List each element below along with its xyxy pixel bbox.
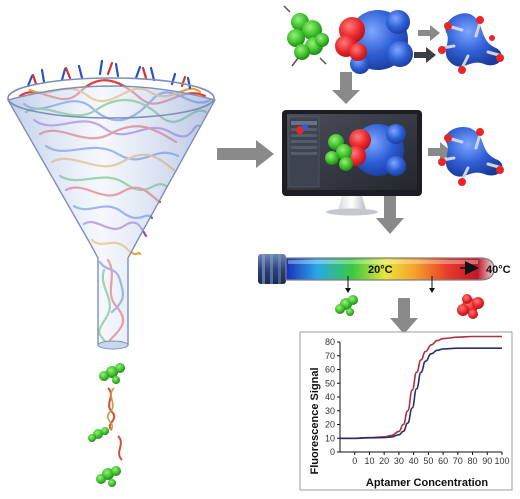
protein-molecule-icon	[457, 294, 484, 319]
monitor-stand	[338, 196, 366, 210]
ligand-molecule-icon	[88, 427, 109, 442]
y-tick-label: 50	[325, 378, 335, 388]
aptamer-protein-complex-icon	[438, 126, 504, 186]
y-tick-label: 20	[325, 420, 335, 430]
x-tick-label: 40	[409, 456, 419, 466]
x-tick-label: 20	[379, 456, 389, 466]
x-tick-label: 80	[468, 456, 478, 466]
y-tick-label: 10	[325, 433, 335, 443]
chart-series	[339, 335, 502, 440]
ligand-molecule-icon	[283, 5, 329, 67]
y-tick-label: 60	[325, 365, 335, 375]
computer-monitor-icon	[282, 110, 422, 216]
series-line-2	[339, 347, 502, 440]
x-tick-label: 50	[423, 456, 433, 466]
chart-frame	[299, 331, 513, 491]
aptamer-protein-complex-icon	[438, 13, 504, 74]
x-tick-label: 90	[482, 456, 492, 466]
x-tick-label: 30	[394, 456, 404, 466]
y-tick-label: 30	[325, 406, 335, 416]
arrow-right-icon	[217, 140, 274, 168]
y-tick-label: 80	[325, 337, 335, 347]
x-tick-label: 10	[364, 456, 374, 466]
funnel-rim	[7, 77, 215, 119]
x-axis-title: Aptamer Concentration	[366, 477, 489, 489]
y-tick-label: 40	[325, 392, 335, 402]
x-tick-label: 100	[494, 456, 509, 466]
funnel-body	[6, 85, 217, 350]
y-tick-label: 0	[330, 447, 335, 457]
x-tick-label: 70	[453, 456, 463, 466]
tube-temp-low: 20°C	[368, 264, 393, 276]
arrow-down-icon	[390, 298, 418, 334]
x-tick-label: 60	[438, 456, 448, 466]
y-axis-title: Fluorescence Signal	[309, 368, 321, 475]
test-tube-icon: 20°C 40°C	[258, 254, 511, 293]
ligand-molecule-icon	[96, 466, 121, 487]
flow-arrows	[217, 25, 452, 334]
arrow-right-icon	[418, 25, 440, 41]
funnel-icon	[6, 59, 217, 350]
arrow-right-icon	[414, 47, 436, 63]
arrow-down-icon	[376, 196, 404, 234]
selected-aptamers	[88, 363, 125, 487]
ligand-molecule-icon	[99, 363, 125, 384]
protein-complex-icon	[283, 5, 413, 74]
x-tick-label: 0	[352, 456, 357, 466]
dna-strand-icon	[117, 435, 123, 461]
ligand-molecule-icon	[335, 295, 358, 316]
tube-temp-high: 40°C	[486, 264, 511, 276]
y-tick-label: 70	[325, 351, 335, 361]
tube-body	[285, 257, 495, 281]
y-tick-labels: 0 10 20 30 40 50 60 70 80	[325, 337, 340, 457]
target-protein	[335, 10, 413, 74]
arrow-down-icon	[332, 72, 360, 104]
arrow-right-icon	[428, 142, 452, 162]
